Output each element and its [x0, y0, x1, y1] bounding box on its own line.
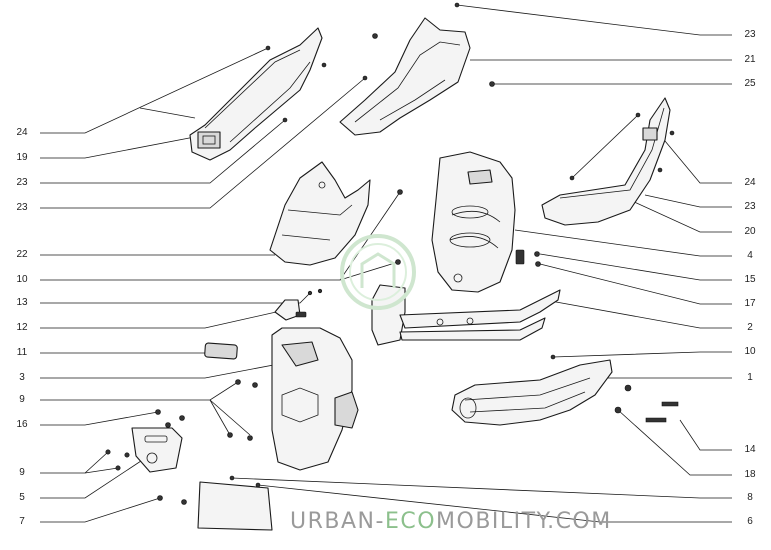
- watermark-part: URBAN: [290, 509, 376, 534]
- watermark-part-accent: ECO: [384, 509, 437, 534]
- callout-number: 20: [744, 226, 756, 237]
- exhaust-guard: [451, 359, 613, 426]
- watermark-part: MOBILITY: [436, 509, 548, 534]
- reflector: [204, 342, 238, 360]
- callout-number: 13: [16, 297, 28, 308]
- callout-number: 8: [747, 492, 753, 503]
- watermark-part: -: [375, 509, 385, 534]
- front-inner-cover: [269, 161, 371, 266]
- callout-number: 23: [16, 202, 28, 213]
- leader-lines-left: [40, 47, 401, 523]
- callout-number: 23: [744, 201, 756, 212]
- engine-heat-shield: [431, 151, 516, 293]
- callout-number: 11: [16, 347, 28, 358]
- callout-number: 18: [744, 469, 756, 480]
- callout-number: 7: [19, 516, 25, 527]
- callout-number: 4: [747, 250, 753, 261]
- callout-number: 10: [16, 274, 28, 285]
- right-side-panel: [541, 97, 671, 226]
- callout-number: 12: [16, 322, 28, 333]
- callout-number: 17: [744, 298, 756, 309]
- callout-number: 3: [19, 372, 25, 383]
- callout-number: 23: [744, 29, 756, 40]
- rear-mudguard: [271, 299, 359, 471]
- callout-number: 22: [16, 249, 28, 260]
- leader-lines-right: [231, 4, 732, 523]
- callout-number: 6: [747, 516, 753, 527]
- left-side-panel: [189, 27, 323, 161]
- callout-number: 24: [16, 127, 28, 138]
- watermark-text: URBAN-ECOMOBILITY.COM: [290, 509, 612, 534]
- callout-number: 16: [16, 419, 28, 430]
- watermark-logo: [340, 234, 416, 310]
- callout-number: 1: [747, 372, 753, 383]
- callout-number: 21: [744, 54, 756, 65]
- callout-number: 10: [744, 346, 756, 357]
- callout-number: 15: [744, 274, 756, 285]
- callout-number: 2: [747, 322, 753, 333]
- plate-bracket: [131, 427, 183, 473]
- callout-number: 9: [19, 394, 25, 405]
- callout-number: 9: [19, 467, 25, 478]
- license-plate: [197, 481, 273, 531]
- callout-number: 19: [16, 152, 28, 163]
- callout-number: 24: [744, 177, 756, 188]
- fasteners: [105, 2, 679, 505]
- watermark-part: .COM: [547, 509, 612, 534]
- callout-number: 23: [16, 177, 28, 188]
- callout-number: 14: [744, 444, 756, 455]
- callout-number: 25: [744, 78, 756, 89]
- rear-center-cover: [339, 17, 471, 136]
- callout-number: 5: [19, 492, 25, 503]
